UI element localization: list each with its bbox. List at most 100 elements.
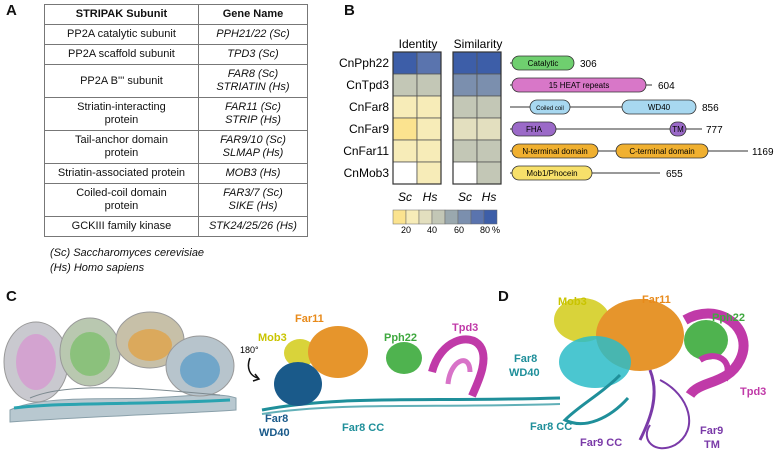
label-far9-cc: Far9 CC (580, 437, 622, 449)
label-tpd3: Tpd3 (740, 386, 766, 398)
ribbon-model (554, 298, 749, 450)
domain-label: 15 HEAT repeats (549, 81, 610, 90)
subunit-name: PP2A catalytic subunit (67, 28, 176, 40)
gene-name: STRIP (Hs) (225, 114, 281, 126)
protein-name: CnPph22 (339, 56, 389, 70)
gene-name: FAR3/7 (Sc) (223, 187, 283, 199)
domain-label: TM (672, 125, 684, 134)
label-far8-cc: Far8 CC (342, 422, 384, 434)
label-tm: TM (704, 439, 720, 451)
domain-box (511, 143, 599, 159)
subunit-name: protein (104, 200, 139, 212)
colorbar-tick: 60 (454, 225, 464, 235)
subunit-name: Striatin-associated protein (57, 167, 186, 179)
label-pph22: Pph22 (384, 332, 417, 344)
protein-length: 655 (666, 169, 683, 180)
domain-label: N-terminal domain (522, 147, 587, 156)
identity-header: Identity (399, 37, 438, 51)
label-far11: Far11 (295, 313, 324, 325)
colorbar-tick: % (492, 225, 500, 235)
heatmap-frame (452, 51, 502, 185)
rotation-arrow-icon (247, 357, 261, 382)
gene-name: STK24/25/26 (Hs) (208, 220, 297, 232)
label-far8: Far8 (265, 413, 288, 425)
subunit-name: PP2A B''' subunit (80, 74, 163, 87)
label-mob3: Mob3 (258, 332, 287, 344)
rotation-label: 180° (240, 345, 259, 355)
protein-length: 306 (580, 59, 597, 70)
column-label-hs: Hs (423, 190, 438, 204)
similarity-header: Similarity (454, 37, 503, 51)
panel-c-label: C (6, 288, 17, 305)
gene-name: FAR11 (Sc) (225, 101, 281, 113)
domain-label: Mob1/Phocein (526, 169, 577, 178)
gene-name: FAR9/10 (Sc) (220, 134, 286, 146)
domain-box (511, 77, 647, 93)
gene-name: STRIATIN (Hs) (216, 81, 290, 93)
subunit-name: protein (104, 147, 139, 159)
domain-box (511, 55, 575, 71)
colorbar-tick: 80 (480, 225, 490, 235)
colorbar-tick: 20 (401, 225, 411, 235)
protein-length: 1169 (752, 147, 774, 158)
domain-box (511, 121, 557, 137)
gene-name: MOB3 (Hs) (225, 167, 281, 179)
label-far8: Far8 (514, 353, 537, 365)
species-note-hs: (Hs) Homo sapiens (50, 262, 145, 274)
domain-label: WD40 (648, 103, 671, 112)
panel-b-label: B (344, 2, 355, 19)
domain-box (511, 165, 593, 181)
subunit-name: PP2A scaffold subunit (68, 48, 175, 60)
label-far9: Far9 (700, 425, 723, 437)
label-wd40: WD40 (259, 427, 290, 439)
label-tpd3: Tpd3 (452, 322, 478, 334)
protein-length: 604 (658, 81, 675, 92)
subunit-name: Tail-anchor domain (75, 134, 168, 146)
domain-label: FHA (526, 125, 543, 134)
label-mob3: Mob3 (558, 296, 587, 308)
protein-name: CnFar8 (349, 100, 389, 114)
colorbar (392, 209, 498, 225)
heatmap-frame (392, 51, 442, 185)
column-header-gene: Gene Name (197, 4, 309, 25)
domain-box (669, 121, 687, 137)
domain-label: Coiled coil (536, 106, 564, 112)
protein-name: CnFar11 (343, 144, 389, 158)
cryo-em-density-map (3, 311, 237, 423)
column-label-sc: Sc (398, 190, 412, 204)
protein-name: CnMob3 (344, 166, 390, 180)
gene-name: SIKE (Hs) (228, 200, 278, 212)
label-far11: Far11 (642, 294, 671, 306)
protein-name: CnTpd3 (346, 78, 389, 92)
colorbar-tick: 40 (427, 225, 437, 235)
table-row: Striatin-associated protein MOB3 (Hs) (44, 163, 309, 184)
subunit-name: protein (104, 114, 139, 126)
domain-box (621, 99, 697, 115)
colorbar-swatch (483, 209, 498, 225)
protein-length: 856 (702, 103, 719, 114)
species-note-sc: (Sc) Saccharomyces cerevisiae (50, 247, 205, 259)
gene-name: TPD3 (Sc) (227, 48, 279, 60)
panel-d-label: D (498, 288, 509, 305)
column-label-hs: Hs (482, 190, 497, 204)
domain-box (529, 99, 571, 115)
protein-length: 777 (706, 125, 723, 136)
subunit-name: Striatin-interacting (77, 101, 166, 113)
column-label-sc: Sc (458, 190, 472, 204)
stripak-subunit-table: STRIPAK Subunit Gene Name PP2A catalytic… (44, 4, 309, 237)
gene-name: PPH21/22 (Sc) (216, 28, 290, 40)
similarity-heatmap (452, 51, 502, 185)
colorbar-ticks: 20 40 60 80 % (401, 225, 500, 235)
panel-a-label: A (6, 2, 17, 19)
label-wd40: WD40 (509, 367, 540, 379)
domain-label: Catalytic (528, 59, 559, 68)
